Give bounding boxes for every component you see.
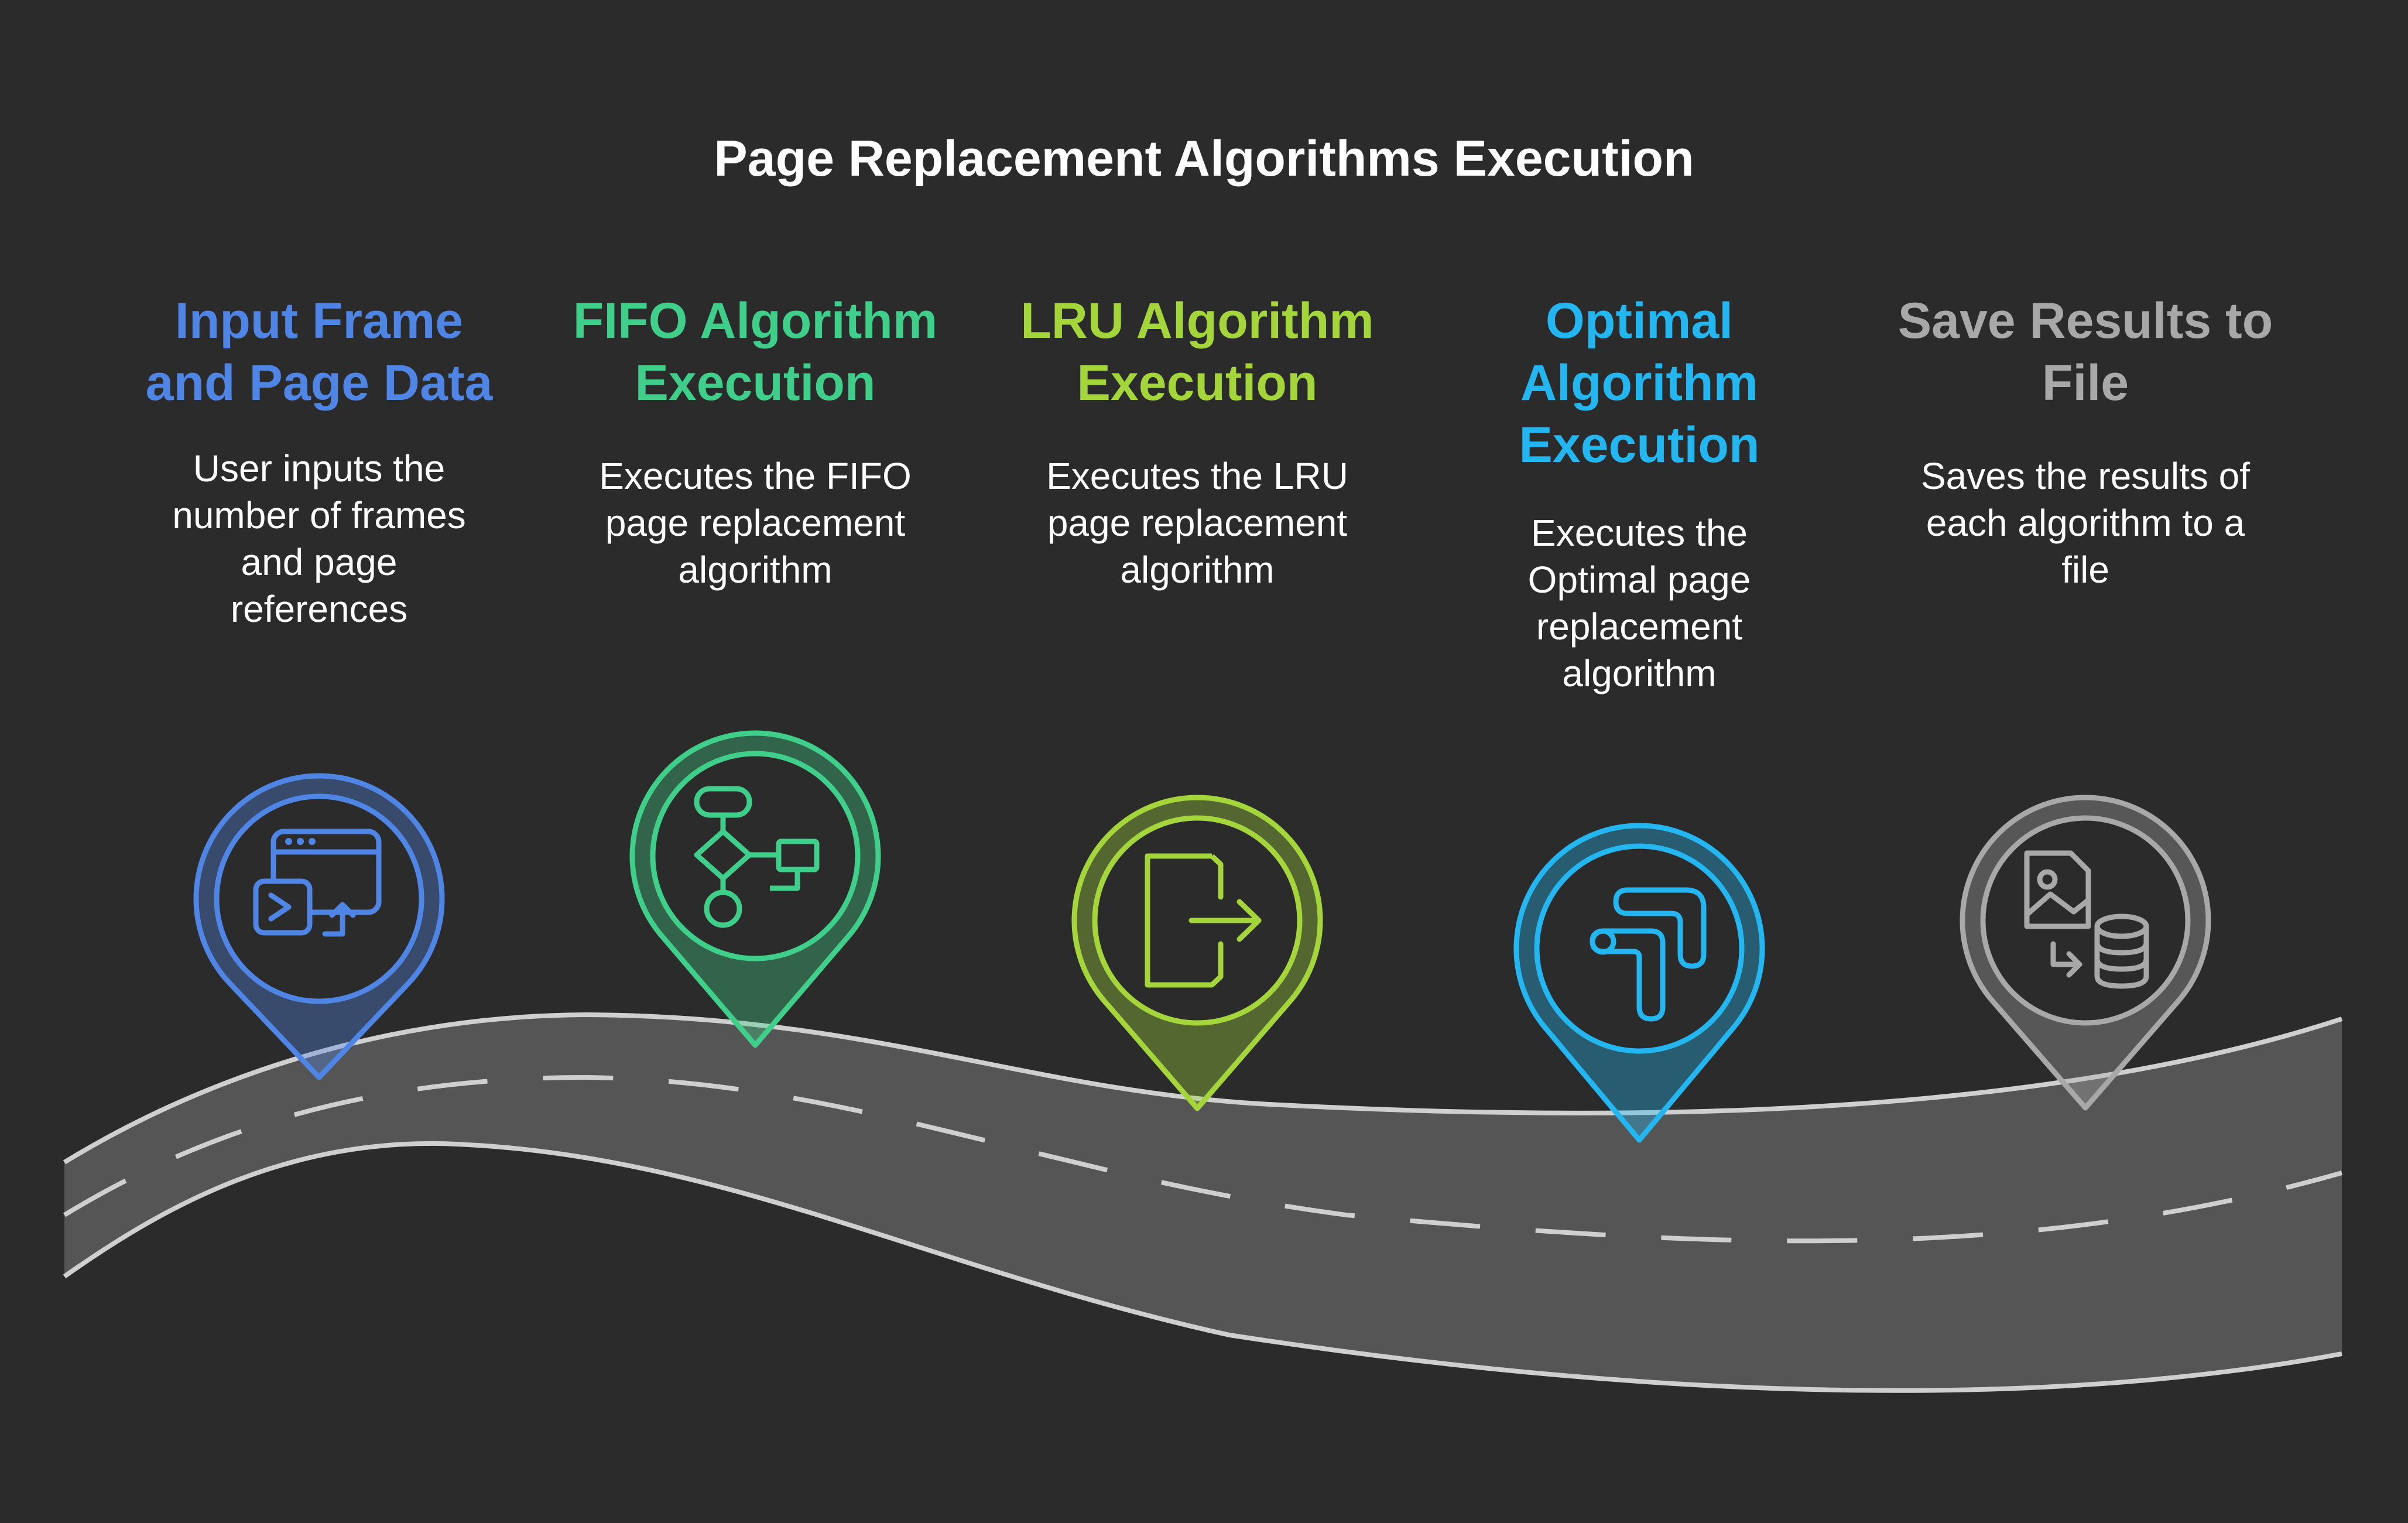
step-marker-4 [1513,823,1765,1143]
step-title-line: Input Frame [174,293,464,349]
exit-arrow-icon [1145,853,1262,988]
step-title-line: FIFO Algorithm [573,293,938,349]
step-description-3: Executes the LRU page replacement algorith… [975,453,1420,593]
marker-inner-circle [214,793,424,1004]
terminal-window-icon [253,829,382,937]
step-description-line: Saves the results of [1920,455,2251,497]
road-surface [64,1015,2342,1391]
step-title-line: Execution [635,355,876,411]
marker-inner-circle [1980,815,2191,1026]
step-description-line: each algorithm to a [1926,502,2245,544]
step-description-line: Executes the LRU [1046,455,1348,497]
step-description-line: number of frames [172,494,466,536]
step-description-2: Executes the FIFO page replacement algorit… [533,453,978,593]
step-description-line: references [230,588,408,630]
step-description-line: algorithm [678,549,833,591]
image-to-database-icon [2024,850,2149,989]
step-title-line: Algorithm [1520,355,1759,411]
marker-inner-circle [1534,843,1745,1054]
step-description-line: Optimal page [1527,559,1751,601]
step-description-line: algorithm [1562,652,1717,694]
step-markers [193,730,2211,1143]
step-marker-2 [629,730,881,1048]
diagram-title: Page Replacement Algorithms Execution [714,131,1694,187]
step-title-line: Execution [1519,417,1760,473]
step-description-line: User inputs the [193,447,446,490]
step-title-line: LRU Algorithm [1020,293,1374,349]
step-title-line: File [2042,355,2129,411]
step-description-5: Saves the results of each algorithm to a f… [1863,453,2308,593]
step-title-5: Save Results to File [1863,290,2308,414]
road-center-dashes [63,1074,2343,1244]
step-description-line: and page [241,541,398,583]
step-marker-1 [193,773,445,1080]
step-description-line: replacement [1536,605,1743,648]
step-marker-5 [1960,795,2211,1111]
step-title-line: Execution [1077,355,1318,411]
step-description-line: Executes the [1531,512,1748,554]
road-edge-bottom [63,1141,2342,1393]
step-title-line: Save Results to [1897,293,2273,349]
step-description-line: page replacement [1047,502,1348,544]
step-title-1: Input Frame and Page Data [97,290,542,414]
step-description-line: Executes the FIFO [599,455,912,497]
step-description-line: algorithm [1120,549,1275,591]
step-marker-3 [1071,795,1323,1111]
step-description-line: page replacement [605,502,906,544]
step-title-line: Optimal [1545,293,1734,349]
step-description-line: file [2061,549,2109,591]
step-title-line: and Page Data [145,355,493,411]
flowchart-icon [694,786,820,928]
road-edge-top [63,1012,2343,1165]
road [63,1012,2343,1393]
route-path-icon [1590,887,1707,1022]
